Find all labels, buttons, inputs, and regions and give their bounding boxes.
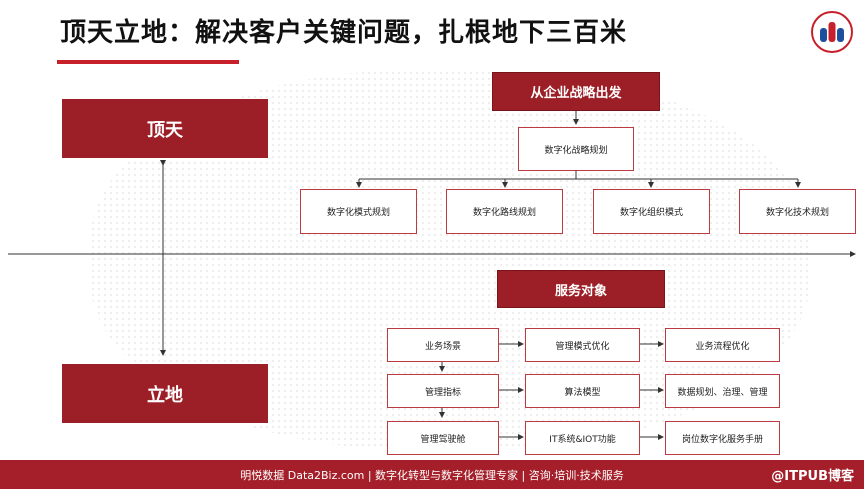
top-heaven-box: 顶天 — [62, 99, 268, 158]
brand-logo-icon — [811, 11, 853, 53]
service-item-box: 管理驾驶舱 — [387, 421, 499, 455]
strategy-title-box: 从企业战略出发 — [492, 72, 660, 111]
footer-watermark: @ITPUB博客 — [771, 469, 854, 484]
service-item-box: 管理模式优化 — [525, 328, 640, 362]
title-underline — [57, 60, 239, 64]
service-title-box: 服务对象 — [497, 270, 665, 308]
service-item-box: 业务流程优化 — [665, 328, 780, 362]
strategy-child-box: 数字化组织模式 — [593, 189, 710, 234]
service-item-box: 业务场景 — [387, 328, 499, 362]
strategy-child-box: 数字化技术规划 — [739, 189, 856, 234]
header: 顶天立地：解决客户关键问题，扎根地下三百米 — [0, 0, 864, 64]
footer-bar — [0, 460, 864, 489]
digital-strategy-box: 数字化战略规划 — [518, 127, 634, 171]
service-item-box: IT系统&IOT功能 — [525, 421, 640, 455]
strategy-child-box: 数字化路线规划 — [446, 189, 563, 234]
strategy-child-box: 数字化模式规划 — [300, 189, 417, 234]
footer-text: 明悦数据 Data2Biz.com | 数字化转型与数字化管理专家 | 咨询·培… — [240, 469, 624, 482]
service-item-box: 岗位数字化服务手册 — [665, 421, 780, 455]
service-item-box: 管理指标 — [387, 374, 499, 408]
page-title: 顶天立地：解决客户关键问题，扎根地下三百米 — [60, 18, 628, 48]
service-item-box: 算法模型 — [525, 374, 640, 408]
service-item-box: 数据规划、治理、管理 — [665, 374, 780, 408]
ground-box: 立地 — [62, 364, 268, 423]
